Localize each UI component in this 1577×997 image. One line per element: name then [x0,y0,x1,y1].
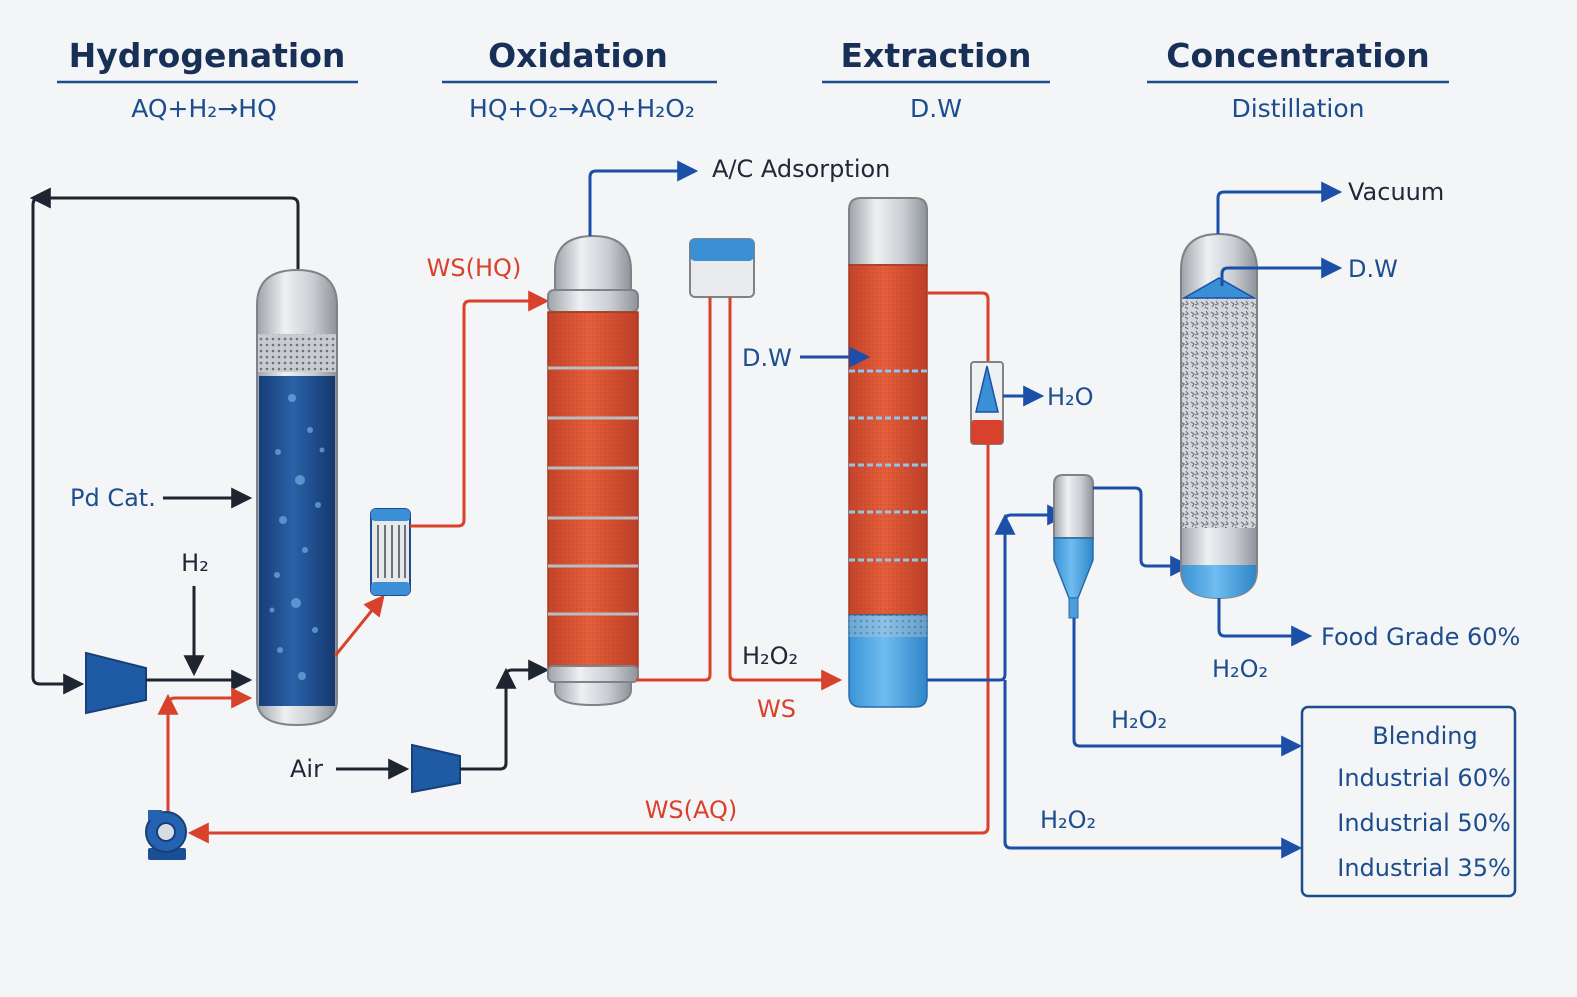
section-extraction-header: Extraction D.W [822,36,1050,123]
food-grade-line [1217,598,1313,647]
ws-hq-line [410,290,550,528]
ws-aq-return-line [166,687,253,818]
dw-overhead-line [1220,257,1343,286]
distillation-column [1180,232,1258,600]
section-oxidation-header: Oxidation HQ+O₂→AQ+H₂O₂ [442,36,717,123]
extract-to-blending-line [1003,680,1303,859]
reactor-liquid [259,376,335,706]
compressor-icon [85,651,147,715]
section-concentration-header: Concentration Distillation [1147,36,1449,123]
filter-icon [370,508,411,596]
reactor-screen [258,334,336,372]
ws-aq-label: WS(AQ) [645,796,738,824]
coalescer-icon [970,361,1004,445]
hydrogenation-reactor [256,268,338,727]
h2o2-oxidation-label: H₂O₂ [742,642,798,670]
ws-hq-label: WS(HQ) [427,254,522,282]
oxidizer-to-drum-line [636,297,712,682]
food-grade-label: Food Grade 60% [1321,623,1520,651]
reactor-to-filter-line [333,594,385,657]
ws-aq-line [187,444,990,844]
blending-item-50: Industrial 50% [1337,809,1511,837]
air-label: Air [290,755,323,783]
h2o2-blend-label-1: H₂O₂ [1111,706,1167,734]
section-hydrogenation-header: Hydrogenation AQ+H₂→HQ [57,36,358,123]
purifier-vessel [1053,474,1094,619]
ws-label: WS [757,695,796,723]
section-subtitle-concentration: Distillation [1231,94,1364,123]
dw-distillation-label: D.W [1348,255,1398,283]
blending-title: Blending [1372,722,1477,750]
blending-item-60: Industrial 60% [1337,764,1511,792]
air-to-oxidizer-line [460,659,550,771]
vacuum-line [1216,181,1343,234]
pump-icon [145,810,187,860]
drum-to-extractor-line [728,297,843,691]
dw-extraction-label: D.W [742,344,792,372]
blending-item-35: Industrial 35% [1337,854,1511,882]
tray-lines [548,366,638,616]
extractor-overhead-line [927,291,990,362]
off-gas-line [588,160,699,236]
bubbles-icon [269,394,325,680]
air-compressor-icon [411,743,461,794]
blending-box: Blending Industrial 60% Industrial 50% I… [1300,705,1517,898]
h2-feed-label: H₂ [181,549,209,577]
section-title-hydrogenation: Hydrogenation [69,36,346,75]
vacuum-label: Vacuum [1348,178,1444,206]
separator-drum [689,238,755,298]
extract-to-purifier-line [927,504,1069,682]
section-title-concentration: Concentration [1166,36,1429,75]
extraction-column [848,197,928,708]
section-title-extraction: Extraction [841,36,1032,75]
section-subtitle-extraction: D.W [910,94,962,123]
purifier-to-distillation-line [1093,486,1192,577]
h2o2-blend-label-2: H₂O₂ [1040,806,1096,834]
h2o-out-label: H₂O [1047,383,1094,411]
section-subtitle-hydrogenation: AQ+H₂→HQ [131,94,277,123]
purifier-to-blending-line [1072,618,1303,757]
ac-adsorption-label: A/C Adsorption [712,155,890,183]
tray-lines [849,369,927,562]
h2o2-food-label: H₂O₂ [1212,655,1268,683]
section-subtitle-oxidation: HQ+O₂→AQ+H₂O₂ [469,94,695,123]
oxidation-column [547,234,639,707]
pd-cat-label: Pd Cat. [70,484,156,512]
section-title-oxidation: Oxidation [488,36,668,75]
